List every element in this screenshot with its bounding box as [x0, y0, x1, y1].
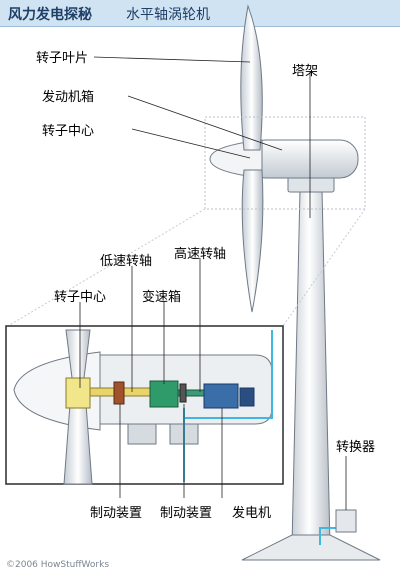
label-high-speed-shaft: 高速转轴	[174, 247, 227, 262]
tower-base	[241, 534, 381, 561]
label-nacelle: 发动机箱	[42, 90, 95, 105]
brake-disc-2	[179, 383, 187, 403]
label-generator: 发电机	[232, 506, 272, 521]
tower	[291, 189, 331, 546]
label-brake-2: 制动装置	[160, 506, 213, 521]
leader-blade	[93, 56, 251, 63]
generator-end	[239, 387, 255, 407]
converter-box	[335, 509, 357, 533]
label-hub-top: 转子中心	[42, 124, 95, 139]
blade-upper	[240, 4, 263, 151]
highlight-box	[204, 116, 366, 210]
blade-lower	[241, 169, 264, 313]
cable-to-converter	[319, 527, 340, 545]
credit-text: ©2006 HowStuffWorks	[6, 560, 110, 570]
label-blade: 转子叶片	[36, 51, 89, 66]
label-brake-1: 制动装置	[90, 506, 143, 521]
support-stand-1	[127, 423, 157, 445]
leader-hub-top	[131, 128, 251, 159]
leader-nacelle	[127, 95, 283, 151]
gearbox	[149, 380, 179, 408]
brake-disc-1	[113, 381, 125, 405]
label-hub-detail: 转子中心	[54, 290, 107, 305]
page-title: 风力发电探秘	[8, 7, 92, 23]
nacelle-housing	[247, 139, 359, 179]
generator	[203, 383, 239, 409]
label-low-speed-shaft: 低速转轴	[100, 254, 153, 269]
label-converter: 转换器	[336, 440, 376, 455]
label-gearbox: 变速箱	[142, 290, 182, 305]
label-tower: 塔架	[292, 64, 319, 79]
detail-hub	[65, 377, 91, 409]
header-bar: 风力发电探秘 水平轴涡轮机	[0, 0, 400, 27]
page-subtitle: 水平轴涡轮机	[126, 7, 210, 23]
